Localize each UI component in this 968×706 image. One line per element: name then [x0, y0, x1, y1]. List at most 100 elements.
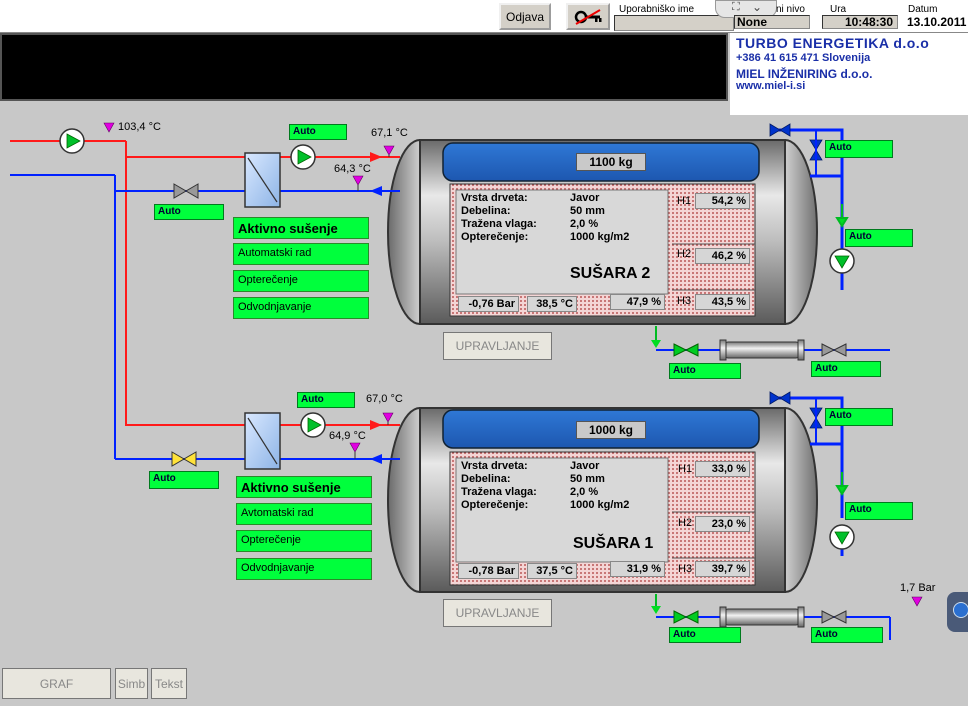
- h2-label-2: H2: [677, 248, 692, 260]
- info-value: 50 mm: [570, 473, 605, 485]
- logo-line1: TURBO ENERGETIKA d.o.o: [736, 35, 930, 51]
- h3-label-1: H3: [678, 563, 693, 575]
- auto-pump-1[interactable]: Auto: [297, 392, 355, 408]
- status-load-2: Opterečenje: [233, 270, 369, 292]
- info-label: Opterečenje:: [461, 499, 529, 511]
- status-active-drying-1: Aktivno sušenje: [236, 476, 372, 498]
- info-value: 50 mm: [570, 205, 605, 217]
- top-out-temp: 67,1 °C: [371, 127, 408, 139]
- side-tab-icon: [953, 602, 968, 618]
- bot-ret-temp: 64,9 °C: [329, 430, 366, 442]
- expand-icon[interactable]: ⛶: [732, 1, 740, 13]
- logo-line2: +386 41 615 471 Slovenija: [736, 52, 871, 64]
- h1-label-1: H1: [678, 463, 693, 475]
- condensate-pump-1-icon[interactable]: [829, 524, 855, 550]
- auto-drain-2b[interactable]: Auto: [811, 361, 881, 377]
- drain-line-2: [651, 326, 890, 361]
- control-button-2[interactable]: UPRAVLJANJE: [443, 332, 552, 360]
- tank-pressure-2: -0,76 Bar: [458, 296, 519, 312]
- info-label: Debelina:: [461, 205, 511, 217]
- time-value: 10:48:30: [822, 15, 898, 29]
- heat-exchanger-1-icon: [244, 412, 281, 470]
- vent-valve-1a-icon[interactable]: [769, 391, 781, 405]
- info-value: 2,0 %: [570, 486, 599, 498]
- info-labels-2: Vrsta drveta: Debelina: Tražena vlaga: O…: [461, 192, 537, 244]
- logout-button[interactable]: Odjava: [499, 3, 551, 30]
- text-button[interactable]: Tekst: [151, 668, 187, 699]
- temp-sensor-top-out-icon: [383, 145, 395, 156]
- hot-arrow-top: [370, 152, 382, 162]
- temp-sensor-bot-ret-icon: [349, 442, 361, 453]
- weight-value-2: 1100 kg: [576, 153, 646, 171]
- company-logo: TURBO ENERGETIKA d.o.o +386 41 615 471 S…: [730, 33, 968, 115]
- level-label: ni nivo: [776, 4, 805, 15]
- auto-vent-1[interactable]: Auto: [825, 408, 893, 426]
- h1-value-1: 33,0 %: [695, 461, 750, 477]
- info-value: 2,0 %: [570, 218, 599, 230]
- key-icon: [574, 8, 602, 25]
- tank-humidity-2: 47,9 %: [610, 294, 665, 310]
- weight-value-1: 1000 kg: [576, 421, 646, 439]
- auto-valve-1[interactable]: Auto: [149, 471, 219, 489]
- heat-exchanger-2-icon: [244, 152, 281, 208]
- pressure-sensor-icon: [911, 596, 923, 607]
- condensate-pump-2-icon[interactable]: [829, 248, 855, 274]
- drain-line-1: [651, 594, 891, 640]
- date-label: Datum: [908, 4, 938, 15]
- h2-label-1: H2: [678, 517, 693, 529]
- graph-button[interactable]: GRAF: [2, 668, 111, 699]
- side-tab[interactable]: [947, 592, 968, 632]
- h3-label-2: H3: [677, 295, 692, 307]
- tank-name-2: SUŠARA 2: [570, 265, 651, 282]
- circulation-pump-2-icon[interactable]: [290, 144, 316, 170]
- status-active-drying-2: Aktivno sušenje: [233, 217, 369, 239]
- info-values-2: Javor 50 mm 2,0 % 1000 kg/m2: [570, 192, 629, 244]
- auto-drain-1a[interactable]: Auto: [669, 627, 741, 643]
- username-label: Uporabniško ime: [619, 4, 695, 15]
- tank-temp-1: 37,5 °C: [527, 563, 577, 579]
- logo-line4: www.miel-i.si: [736, 80, 806, 92]
- auto-condensate-1[interactable]: Auto: [845, 502, 913, 520]
- time-label: Ura: [830, 4, 847, 15]
- h3-value-2: 43,5 %: [695, 294, 750, 310]
- chevron-down-icon[interactable]: ⌄: [752, 0, 763, 14]
- username-field[interactable]: [614, 15, 734, 31]
- tank-name-1: SUŠARA 1: [573, 535, 654, 552]
- symbol-button[interactable]: Simb: [115, 668, 148, 699]
- info-value: 1000 kg/m2: [570, 499, 630, 511]
- auto-drain-2a[interactable]: Auto: [669, 363, 741, 379]
- h3-value-1: 39,7 %: [695, 561, 750, 577]
- temp-sensor-top-ret-icon: [352, 175, 364, 186]
- auto-valve-2[interactable]: Auto: [154, 204, 224, 220]
- info-label: Vrsta drveta:: [461, 460, 528, 472]
- info-value: 1000 kg/m2: [570, 231, 630, 243]
- h1-label-2: H1: [677, 195, 692, 207]
- key-button[interactable]: [566, 3, 610, 30]
- date-value: 13.10.2011: [907, 15, 967, 29]
- auto-condensate-2[interactable]: Auto: [845, 229, 913, 247]
- tank-temp-2: 38,5 °C: [527, 296, 577, 312]
- top-bar: Odjava Uporabniško ime ⛶ ⌄ ni nivo None …: [0, 0, 968, 33]
- circulation-pump-1-icon[interactable]: [300, 412, 326, 438]
- info-label: Debelina:: [461, 473, 511, 485]
- control-button-1[interactable]: UPRAVLJANJE: [443, 599, 552, 627]
- auto-drain-1b[interactable]: Auto: [811, 627, 883, 643]
- status-load-1: Opterečenje: [236, 530, 372, 552]
- info-values-1: Javor 50 mm 2,0 % 1000 kg/m2: [570, 460, 629, 512]
- status-auto-mode-1: Avtomatski rad: [236, 503, 372, 525]
- level-value: None: [734, 15, 810, 29]
- hot-arrow-bottom: [370, 420, 382, 430]
- bypass-valve-2-icon[interactable]: [173, 183, 199, 199]
- vent-valve-2a-icon[interactable]: [769, 123, 781, 137]
- tank-pressure-1: -0,78 Bar: [458, 563, 519, 579]
- tank-humidity-1: 31,9 %: [610, 561, 665, 577]
- logo-line3: MIEL INŽENIRING d.o.o.: [736, 67, 873, 81]
- h2-value-1: 23,0 %: [695, 516, 750, 532]
- temp-sensor-bot-out-icon: [382, 412, 394, 423]
- status-drainage-1: Odvodnjavanje: [236, 558, 372, 580]
- auto-pump-2[interactable]: Auto: [289, 124, 347, 140]
- bypass-valve-1-icon[interactable]: [171, 451, 197, 467]
- info-label: Tražena vlaga:: [461, 218, 537, 230]
- supply-pump-icon[interactable]: [59, 128, 85, 154]
- auto-vent-2[interactable]: Auto: [825, 140, 893, 158]
